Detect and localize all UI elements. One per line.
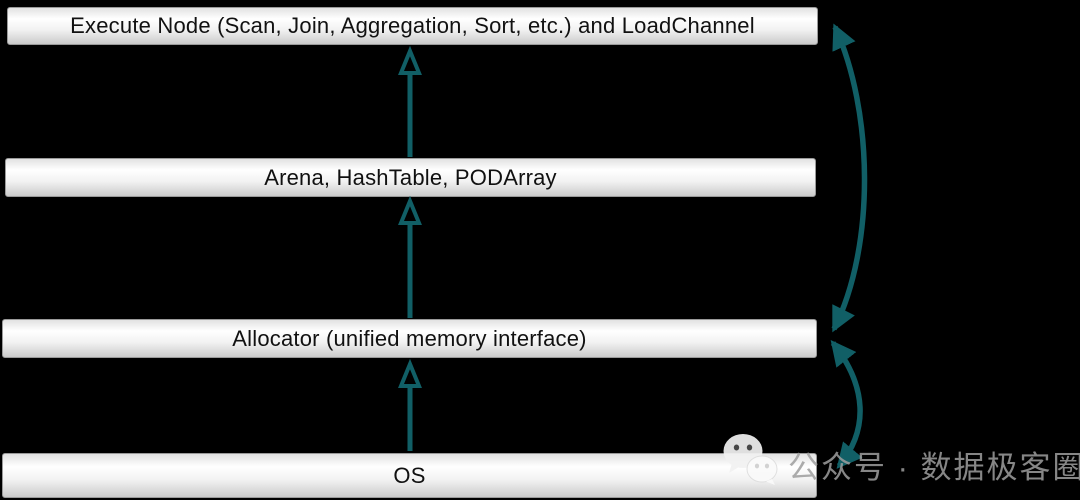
layer-label-os: OS: [393, 462, 426, 488]
watermark-text: 公众号 · 数据极客圈: [788, 450, 1080, 485]
layer-box-allocator: Allocator (unified memory interface): [2, 319, 817, 358]
layer-label-allocator: Allocator (unified memory interface): [232, 325, 587, 351]
layer-box-os: OS: [2, 453, 817, 498]
arrow-allocator-to-arena: [398, 195, 422, 318]
layer-box-arena: Arena, HashTable, PODArray: [5, 158, 816, 197]
layer-label-arena: Arena, HashTable, PODArray: [264, 164, 557, 190]
layer-label-execute-node: Execute Node (Scan, Join, Aggregation, S…: [70, 13, 755, 38]
arrow-os-to-allocator: [398, 358, 422, 451]
layer-box-execute-node: Execute Node (Scan, Join, Aggregation, S…: [7, 7, 818, 45]
arrow-arena-to-execute-node: [398, 45, 422, 157]
arrow-allocator-os-bypass: [830, 340, 863, 469]
arrow-execute-allocator-bypass: [831, 23, 868, 333]
